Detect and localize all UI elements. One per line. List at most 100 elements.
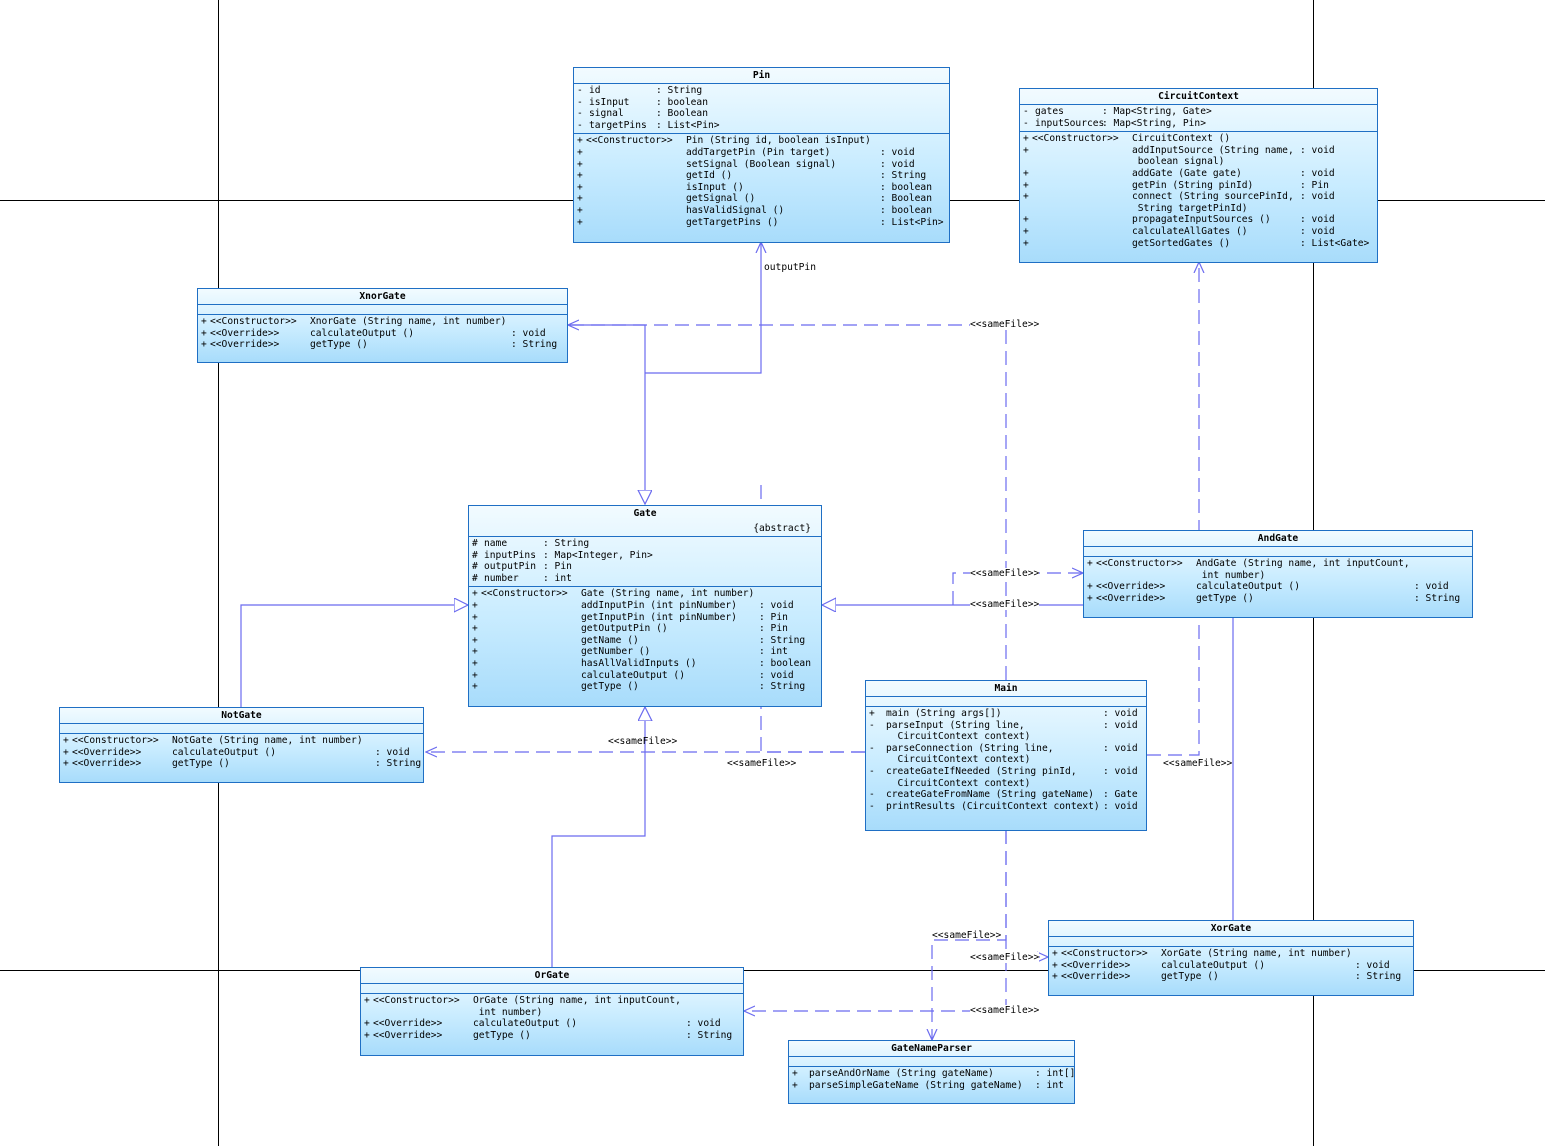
method-ret: : void — [880, 158, 915, 170]
edge-main-circuit-dependency — [1147, 262, 1199, 756]
method-vis: + — [364, 1018, 370, 1030]
method-sig: parseConnection (String line, — [886, 742, 1054, 754]
class-circuit-context[interactable]: CircuitContext-gates: Map<String, Gate>-… — [1019, 88, 1378, 263]
field-vis: - — [577, 96, 583, 108]
field-type: : Boolean — [656, 108, 708, 120]
field-name: signal — [589, 108, 624, 120]
method-row: +<<Constructor>>XorGate (String name, in… — [1049, 948, 1413, 960]
method-sig: XnorGate (String name, int number) — [310, 316, 507, 327]
method-row: boolean signal) — [1020, 156, 1377, 168]
label-same-file-circuit: <<sameFile>> — [1163, 758, 1233, 769]
method-vis: + — [472, 646, 478, 658]
fields-section: -id: String-isInput: boolean-signal: Boo… — [574, 84, 949, 135]
class-xor-gate[interactable]: XorGate +<<Constructor>>XorGate (String n… — [1048, 920, 1414, 996]
method-sig: calculateAllGates () — [1132, 225, 1248, 237]
class-or-gate[interactable]: OrGate+<<Constructor>>OrGate (String nam… — [360, 967, 744, 1056]
method-vis: + — [1023, 144, 1029, 156]
method-st: <<Override>> — [210, 327, 280, 339]
class-name: AndGate — [1084, 531, 1472, 547]
method-sig: getType () — [172, 758, 230, 770]
method-ret: : int — [1035, 1079, 1064, 1091]
methods-section: +<<Constructor>>XorGate (String name, in… — [1049, 947, 1413, 985]
method-ret: : boolean — [880, 181, 932, 193]
method-sig: getName () — [581, 634, 639, 646]
method-ret: : void — [880, 146, 915, 158]
method-ret: : void — [1414, 581, 1449, 593]
field-vis: # — [472, 572, 478, 584]
class-main[interactable]: Main+main (String args[]): void-parseInp… — [865, 680, 1147, 831]
method-vis: + — [1023, 225, 1029, 237]
method-sig: parseAndOrName (String gateName) — [809, 1068, 994, 1079]
method-row: + setSignal (Boolean signal) : void — [574, 159, 949, 171]
method-vis: + — [1052, 971, 1058, 983]
method-st: <<Constructor>> — [210, 316, 297, 327]
method-ret: : boolean — [759, 657, 811, 669]
fields-section — [198, 305, 567, 315]
method-vis: + — [1087, 558, 1093, 569]
method-st: <<Constructor>> — [481, 588, 568, 600]
method-ret: : void — [1300, 225, 1335, 237]
method-vis: + — [1023, 237, 1029, 249]
class-and-gate[interactable]: AndGate+<<Constructor>>AndGate (String n… — [1083, 530, 1473, 618]
method-sig: CircuitContext context) — [886, 754, 1031, 766]
label-same-file-parser: <<sameFile>> — [932, 930, 1002, 941]
method-ret: : String — [759, 634, 806, 646]
method-sig: Pin (String id, boolean isInput) — [686, 135, 871, 147]
class-not-gate[interactable]: NotGate+<<Constructor>>NotGate (String n… — [59, 707, 424, 783]
method-st: <<Constructor>> — [72, 735, 159, 746]
method-vis: + — [577, 158, 583, 170]
method-sig: addGate (Gate gate) — [1132, 167, 1242, 179]
method-sig: printResults (CircuitContext context) — [886, 800, 1100, 812]
method-vis: + — [472, 669, 478, 681]
method-vis: + — [472, 681, 478, 693]
method-ret: : String — [686, 1029, 733, 1041]
method-vis: + — [1087, 581, 1093, 593]
method-row: +getName (): String — [469, 635, 821, 647]
method-row: +<<Override>>calculateOutput (): void — [60, 747, 423, 759]
method-row: +getSortedGates (): List<Gate> — [1020, 238, 1377, 250]
method-sig: calculateOutput () — [310, 327, 414, 339]
field-type: : String — [543, 538, 590, 549]
method-vis: + — [792, 1068, 798, 1079]
method-sig: setSignal (Boolean signal) — [686, 158, 837, 170]
edge-main-and-dependency — [952, 573, 1083, 605]
class-name: XorGate — [1049, 921, 1413, 937]
method-row: +getType (): String — [469, 681, 821, 693]
method-vis: + — [201, 316, 207, 327]
label-same-file-xor: <<sameFile>> — [970, 952, 1040, 963]
method-vis: + — [792, 1079, 798, 1091]
field-type: : Map<String, Gate> — [1102, 106, 1212, 117]
class-pin[interactable]: Pin-id: String-isInput: boolean-signal: … — [573, 67, 950, 243]
edge-main-parser-dependency — [932, 830, 1007, 1040]
class-gate-name-parser[interactable]: GateNameParser+parseAndOrName (String ga… — [788, 1040, 1075, 1104]
method-row: -parseInput (String line,: void — [866, 720, 1146, 732]
method-row: -createGateFromName (String gateName): G… — [866, 789, 1146, 801]
method-st: <<Constructor>> — [1061, 948, 1148, 959]
method-sig: calculateOutput () — [581, 669, 685, 681]
field-name: name — [484, 538, 508, 549]
field-row: #inputPins: Map<Integer, Pin> — [469, 550, 821, 562]
method-row: +<<Constructor>>CircuitContext () — [1020, 133, 1377, 145]
method-ret: : boolean — [880, 204, 932, 216]
method-row: +<<Override>>calculateOutput (): void — [361, 1018, 743, 1030]
method-st: <<Override>> — [1061, 959, 1131, 971]
method-sig: CircuitContext context) — [886, 731, 1031, 743]
method-st: <<Override>> — [373, 1018, 443, 1030]
method-ret: : int[] — [1035, 1068, 1076, 1079]
method-vis: - — [869, 800, 875, 812]
method-sig: connect (String sourcePinId, — [1132, 191, 1294, 203]
method-vis: + — [201, 339, 207, 351]
class-gate[interactable]: Gate{abstract}#name: String#inputPins: M… — [468, 505, 822, 707]
method-sig: getType () — [1196, 592, 1254, 604]
method-st: <<Override>> — [1096, 581, 1166, 593]
method-ret: : void — [1103, 742, 1138, 754]
method-ret: : void — [1355, 959, 1390, 971]
field-vis: - — [577, 108, 583, 120]
class-xnor-gate[interactable]: XnorGate+<<Constructor>>XnorGate (String… — [197, 288, 568, 363]
method-vis: + — [1023, 167, 1029, 179]
method-ret: : String — [880, 170, 927, 182]
method-row: CircuitContext context) — [866, 754, 1146, 766]
method-ret: : void — [1300, 191, 1335, 203]
method-vis: + — [1023, 214, 1029, 226]
method-st: <<Constructor>> — [1096, 558, 1183, 569]
